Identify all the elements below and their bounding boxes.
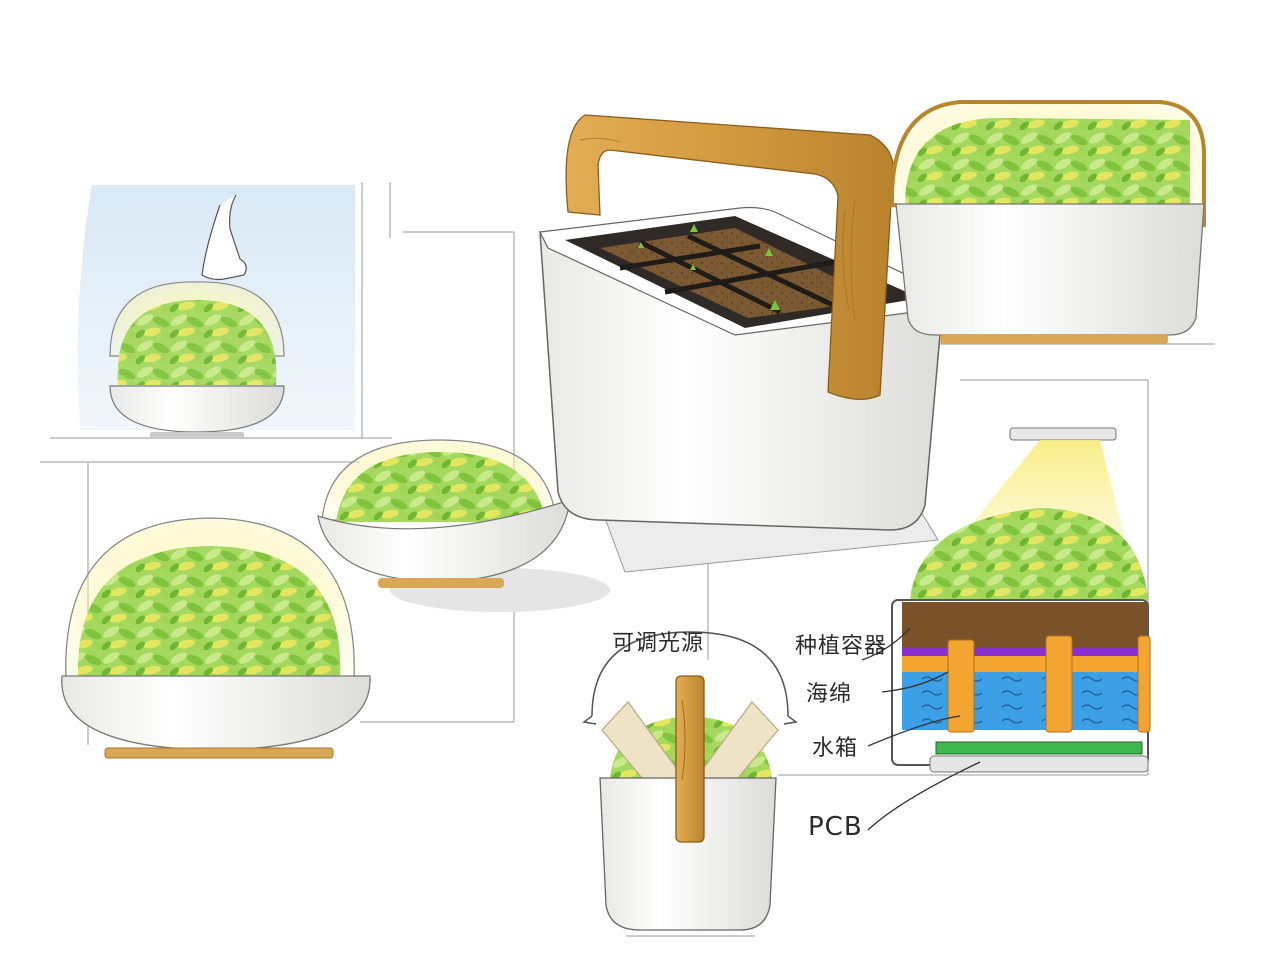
label-adjustable-light: 可调光源 <box>612 631 705 656</box>
sketch-bowl <box>317 439 610 612</box>
label-water-tank: 水箱 <box>812 736 859 761</box>
sketch-box-wide <box>889 100 1207 344</box>
label-pcb: PCB <box>808 812 863 842</box>
label-planting-container: 种植容器 <box>795 634 888 659</box>
sketch-dome-carried <box>77 185 355 438</box>
sketch-adjustable-light <box>582 631 798 931</box>
sketch-cutaway <box>861 427 1151 831</box>
label-sponge: 海绵 <box>806 682 853 707</box>
sketch-dome-large <box>61 517 371 759</box>
sketch-box-handle <box>539 114 947 573</box>
